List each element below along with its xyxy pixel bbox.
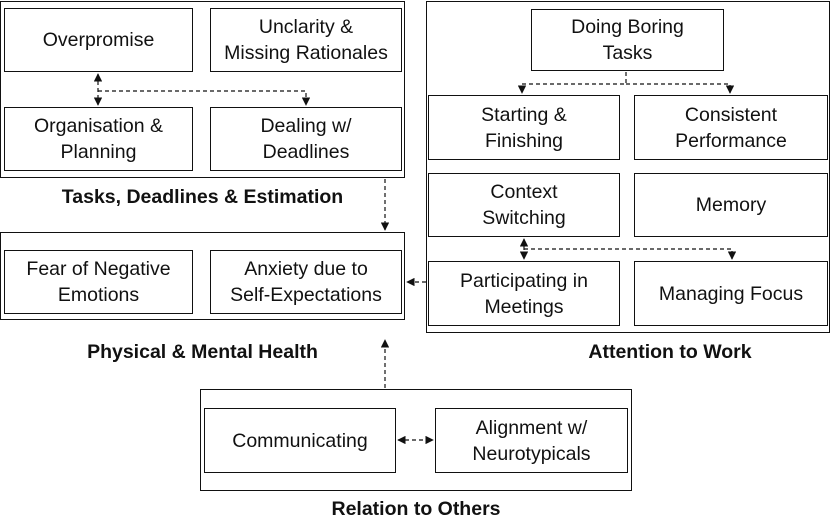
node-boring: Doing Boring Tasks: [531, 9, 724, 71]
edge-boring-consistent: [626, 83, 735, 94]
group-title-attention: Attention to Work: [588, 341, 752, 363]
group-tasks: [0, 1, 405, 178]
group-title-health: Physical & Mental Health: [87, 341, 318, 363]
node-communicating: Communicating: [204, 408, 396, 473]
edge-overpromise-deadlines: [98, 90, 311, 106]
node-context: Context Switching: [428, 173, 620, 237]
group-title-tasks: Tasks, Deadlines & Estimation: [61, 186, 344, 208]
group-title-relation: Relation to Others: [331, 498, 501, 520]
node-meetings: Participating in Meetings: [428, 261, 620, 326]
node-unclarity: Unclarity & Missing Rationales: [210, 8, 402, 72]
node-starting: Starting & Finishing: [428, 95, 620, 160]
node-organisation: Organisation & Planning: [4, 107, 193, 171]
node-memory: Memory: [634, 173, 828, 237]
node-focus: Managing Focus: [634, 261, 828, 326]
node-deadlines: Dealing w/ Deadlines: [210, 107, 402, 171]
node-consistent: Consistent Performance: [634, 95, 828, 160]
node-alignment: Alignment w/ Neurotypicals: [435, 408, 628, 473]
node-overpromise: Overpromise: [4, 8, 193, 72]
group-health: [0, 232, 405, 320]
node-anxiety: Anxiety due to Self-Expectations: [210, 250, 402, 314]
node-fear: Fear of Negative Emotions: [4, 250, 193, 314]
edge-boring-starting: [517, 72, 627, 94]
group-relation: [200, 389, 632, 491]
edge-context-focus: [524, 248, 737, 260]
